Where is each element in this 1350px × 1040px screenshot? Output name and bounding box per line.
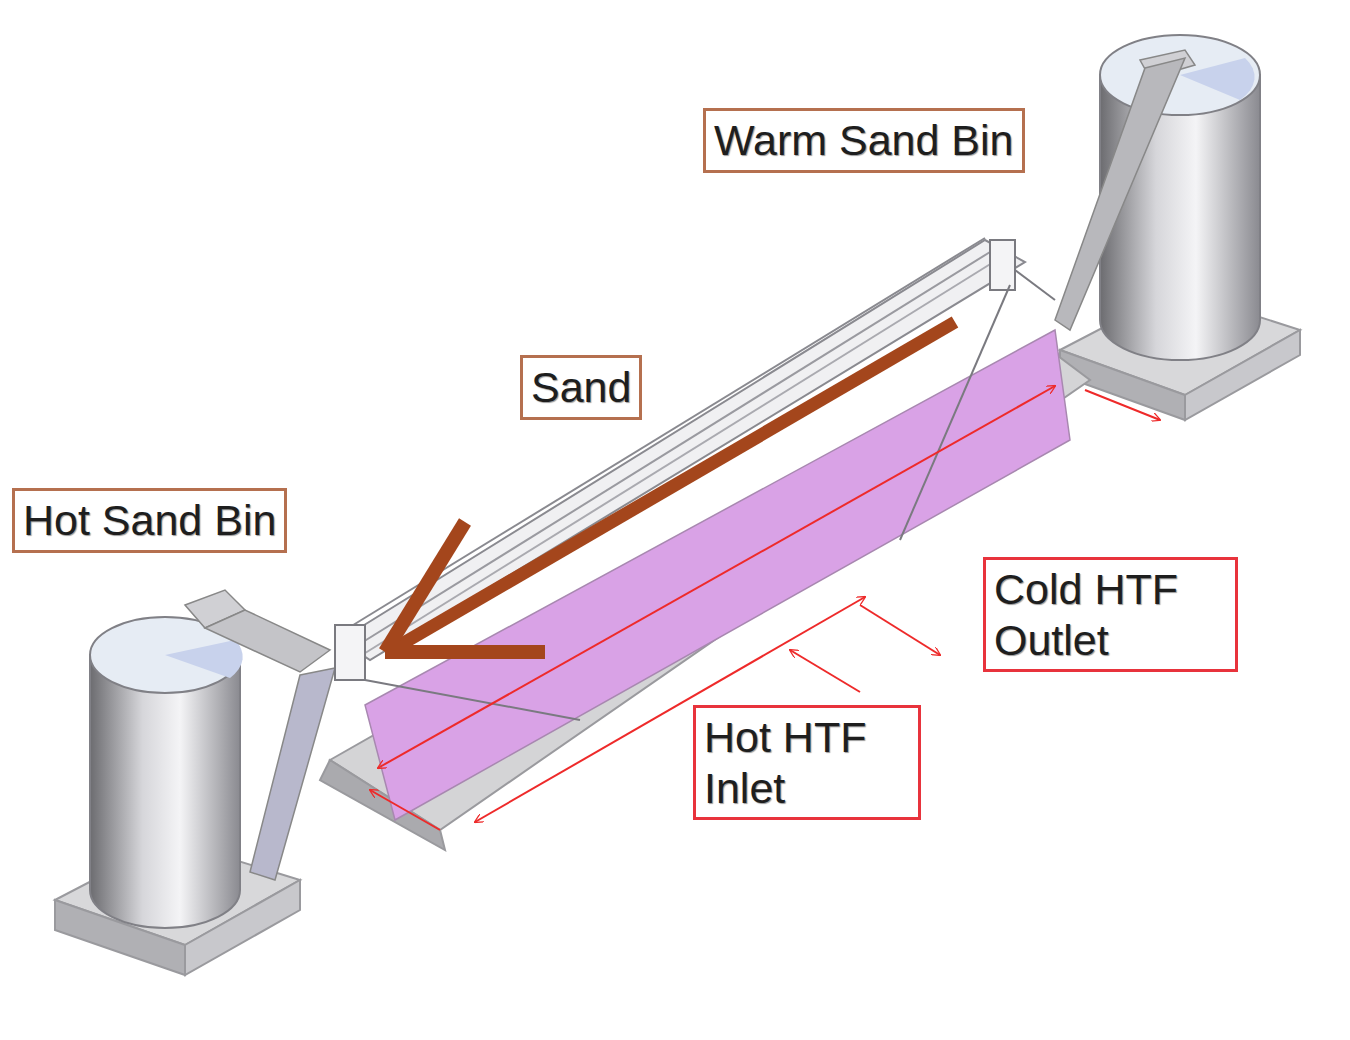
htf-label-box: Cold HTF Outlet — [983, 557, 1238, 672]
htf-label-box: Hot HTF Inlet — [693, 705, 921, 820]
label-text: Hot HTF Inlet — [704, 712, 910, 813]
part-label-box: Sand — [520, 355, 642, 420]
label-text: Cold HTF Outlet — [994, 564, 1227, 665]
part-label-box: Hot Sand Bin — [12, 488, 287, 553]
label-text: Hot Sand Bin — [23, 495, 276, 546]
label-text: Sand — [531, 362, 631, 413]
part-label-box: Warm Sand Bin — [703, 108, 1025, 173]
label-text: Warm Sand Bin — [714, 115, 1014, 166]
